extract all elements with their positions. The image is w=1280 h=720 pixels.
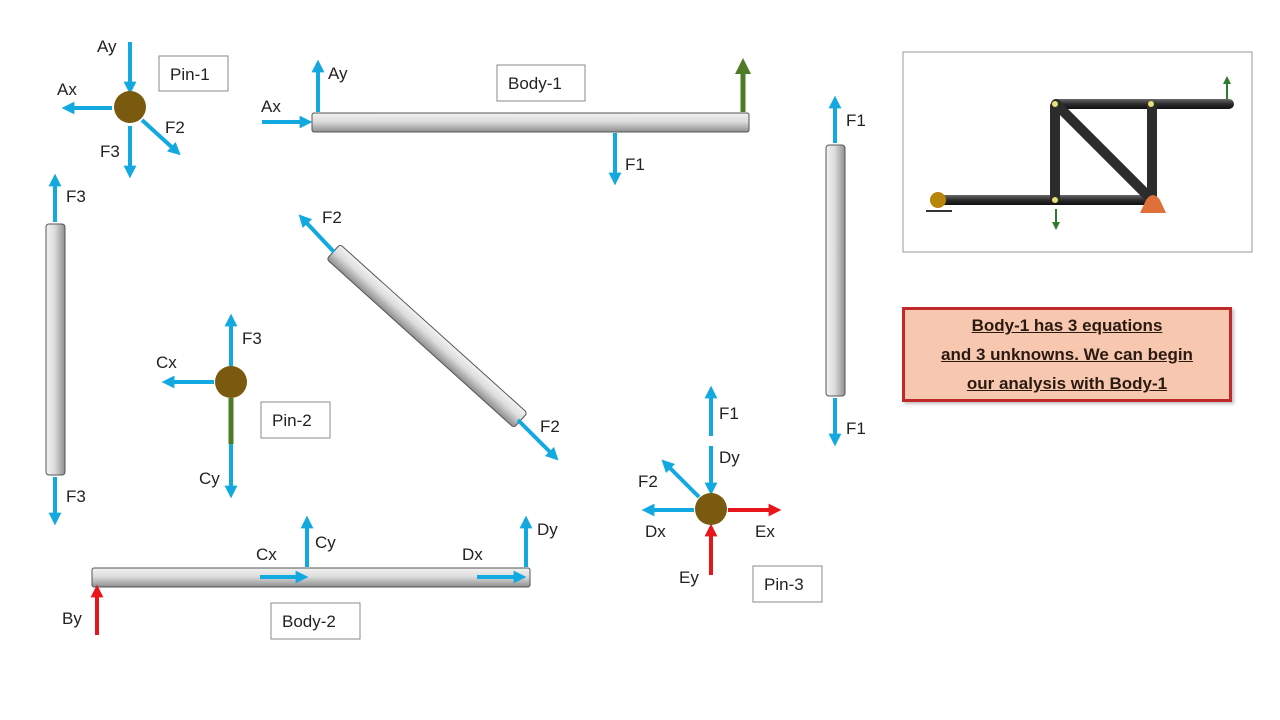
thumb-left-vertical: [1050, 102, 1060, 202]
pin1-f2-arrow: [140, 118, 181, 156]
thumb-roller-support: [1140, 195, 1166, 213]
member-f3-top-label: F3: [66, 187, 86, 206]
pin3-ex-label: Ex: [755, 522, 775, 541]
body2-dx-label: Dx: [462, 545, 483, 564]
pin3-f2-arrow: [661, 459, 701, 499]
body1-f1-label: F1: [625, 155, 645, 174]
thumb-joint: [1052, 101, 1058, 107]
pin1-ax-label: Ax: [57, 80, 77, 99]
pin3-dx-label: Dx: [645, 522, 666, 541]
member-f3-group: F3 F3: [45, 173, 86, 526]
pin1-ay-label: Ay: [97, 37, 117, 56]
pin1-box-label: Pin-1: [170, 65, 210, 84]
pin2-cy-label: Cy: [199, 469, 220, 488]
body-1-group: Ay Ax F1 Body-1: [261, 57, 752, 186]
body-2-group: Cx Cy Dx Dy By Body-2: [62, 515, 558, 640]
thumb-joint: [1052, 197, 1058, 203]
note-line-3: our analysis with Body-1: [966, 374, 1168, 393]
member-f2-top-label: F2: [322, 208, 342, 227]
thumb-diagonal: [1051, 99, 1156, 204]
thumb-bottom-member: [935, 195, 1153, 205]
pin2-circle: [215, 366, 247, 398]
body1-ay-label: Ay: [328, 64, 348, 83]
pin3-dy-label: Dy: [719, 448, 740, 467]
body1-ax-label: Ax: [261, 97, 281, 116]
member-f3-bar: [45, 223, 66, 476]
pin-1-group: Ay Ax F2 F3 Pin-1: [57, 37, 229, 179]
member-f1-bottom-label: F1: [846, 419, 866, 438]
member-f1-bar: [825, 144, 846, 397]
body1-bar: [311, 112, 750, 133]
pin1-circle: [114, 91, 146, 123]
member-f2-bar: [327, 244, 527, 428]
body1-box: [496, 64, 586, 102]
pin2-box: [260, 401, 331, 439]
body2-box: [270, 602, 361, 640]
thumbnail-border: [902, 51, 1253, 253]
pin3-box-label: Pin-3: [764, 575, 804, 594]
pin3-circle: [695, 493, 727, 525]
body2-dy-label: Dy: [537, 520, 558, 539]
pin3-box: [752, 565, 823, 603]
pin2-box-label: Pin-2: [272, 411, 312, 430]
thumb-top-member: [1051, 99, 1234, 109]
thumb-joint: [1148, 101, 1154, 107]
note-line-1: Body-1 has 3 equations: [971, 316, 1163, 335]
pin1-f3-label: F3: [100, 142, 120, 161]
body2-bar: [91, 567, 531, 588]
member-f2-bottom-label: F2: [540, 417, 560, 436]
member-f1-group: F1 F1: [825, 95, 866, 447]
pin3-ey-label: Ey: [679, 568, 699, 587]
analysis-note: Body-1 has 3 equations and 3 unknowns. W…: [902, 307, 1232, 402]
pin-3-group: F1 Dy F2 Dx Ex Ey Pin-3: [638, 385, 823, 603]
pin3-f2-label: F2: [638, 472, 658, 491]
body1-box-label: Body-1: [508, 74, 562, 93]
note-line-2: and 3 unknowns. We can begin: [941, 345, 1193, 364]
pin1-box: [158, 55, 229, 92]
pin2-f3-label: F3: [242, 329, 262, 348]
pin3-f1-label: F1: [719, 404, 739, 423]
member-f2-bottom-arrow: [516, 418, 559, 461]
body2-box-label: Body-2: [282, 612, 336, 631]
pin1-f2-label: F2: [165, 118, 185, 137]
member-f3-bottom-label: F3: [66, 487, 86, 506]
thumb-right-vertical: [1147, 102, 1157, 202]
body2-cy-label: Cy: [315, 533, 336, 552]
body2-cx-label: Cx: [256, 545, 277, 564]
frame-thumbnail: [902, 51, 1253, 253]
member-f1-top-label: F1: [846, 111, 866, 130]
thumb-pin-support: [930, 192, 946, 208]
member-f2-group: F2 F2: [298, 208, 560, 461]
pin2-cx-label: Cx: [156, 353, 177, 372]
body2-by-label: By: [62, 609, 82, 628]
member-f2-top-arrow: [298, 214, 336, 254]
pin-2-group: F3 Cx Cy Pin-2: [156, 313, 331, 499]
